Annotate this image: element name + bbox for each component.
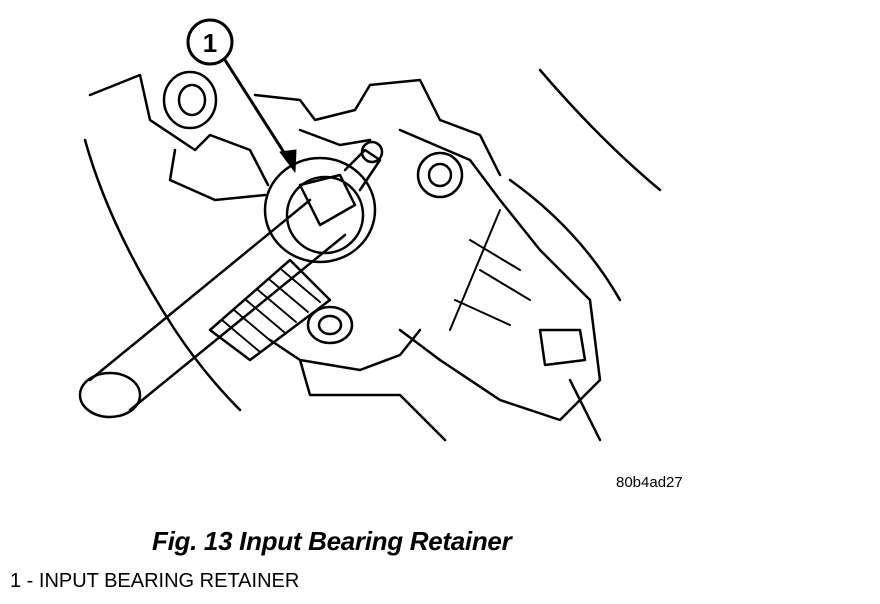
tool-tip [343,148,382,192]
legend-item: 1 - INPUT BEARING RETAINER [10,570,300,592]
bolt-right [416,151,464,199]
shaft-splines [221,269,321,353]
tool-handle-end [78,371,142,419]
upper-housing [253,78,502,177]
callout-arrowhead [279,149,297,173]
bolt-right-hole [427,162,453,188]
right-housing-notch [538,328,587,367]
bearing-retainer-inner [285,175,365,255]
splined-shaft [208,258,332,362]
callout-circle [186,18,234,66]
tool-tip-bolt [360,140,384,164]
far-right-contour [508,68,662,442]
figure-image-code: 80b4ad27 [616,474,683,491]
callout-number: 1 [203,28,217,58]
lower-housing [268,328,447,442]
upper-housing-inner [298,128,372,147]
case-rib [168,148,267,202]
right-housing-ribs [449,209,531,331]
figure-caption: Fig. 13 Input Bearing Retainer [152,526,512,556]
tool-handle [88,198,347,412]
callout-leader [223,58,294,167]
bolt-lower [306,305,354,345]
bolt-top-left-hole [177,83,207,117]
bearing-retainer-outer [263,156,377,264]
case-outline-left [88,73,270,187]
right-housing [398,128,602,422]
tool-collar [298,173,357,227]
bolt-lower-hole [317,314,343,336]
input-bearing-retainer-illustration: 1 [78,18,662,442]
bolt-top-left [162,70,218,130]
